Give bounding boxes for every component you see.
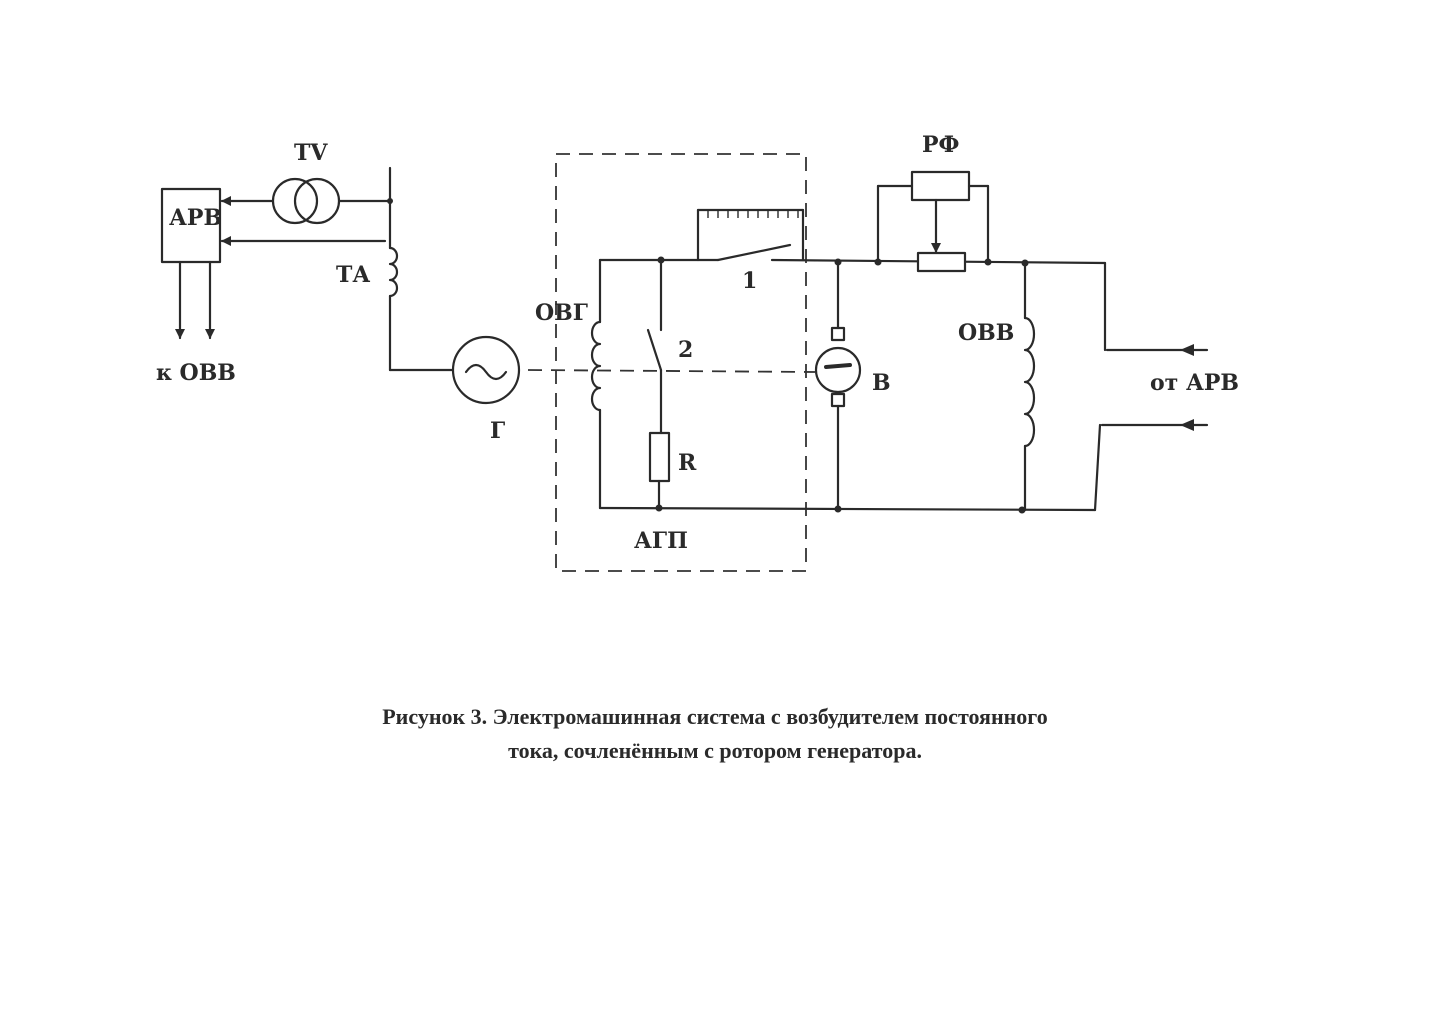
- caption-line-1: Рисунок 3. Электромашинная система с воз…: [382, 704, 1048, 729]
- ovg-circuit: [590, 258, 1097, 512]
- junction-dots: [387, 198, 1029, 514]
- ovv-winding: [1023, 261, 1036, 512]
- resistor-label: R: [678, 450, 697, 476]
- agp-label: АГП: [634, 528, 688, 554]
- ta-label: ТА: [336, 262, 370, 288]
- arv-output-arrows: [175, 260, 215, 340]
- generator-label: Г: [490, 418, 505, 444]
- exciter-label: В: [872, 370, 891, 396]
- arv-block: [160, 187, 222, 264]
- ot-arv-connections: [1093, 261, 1209, 512]
- exciter-symbol: [814, 260, 862, 511]
- generator-bus: [220, 166, 454, 372]
- ovg-label: ОВГ: [535, 300, 588, 326]
- generator-symbol: [451, 335, 521, 405]
- rf-rheostat: [876, 170, 990, 273]
- arv-label: АРВ: [169, 205, 222, 231]
- figure-caption: Рисунок 3. Электромашинная система с воз…: [320, 700, 1110, 768]
- switch-1-label: 1: [742, 268, 757, 294]
- tv-label: TV: [294, 140, 328, 166]
- switch-1: [696, 208, 1107, 265]
- arc-chute-ticks: [707, 210, 799, 218]
- rf-label: РФ: [922, 132, 959, 158]
- agp-box: [555, 153, 807, 572]
- ovv-label: ОВВ: [958, 320, 1014, 346]
- caption-line-2: тока, сочленённым с ротором генератора.: [508, 738, 922, 763]
- shaft-line: [527, 369, 816, 373]
- k-ovv-label: к ОВВ: [156, 360, 236, 386]
- switch-2-label: 2: [678, 337, 693, 363]
- tv-transformer: [220, 177, 392, 225]
- ot-arv-label: от АРВ: [1150, 370, 1239, 396]
